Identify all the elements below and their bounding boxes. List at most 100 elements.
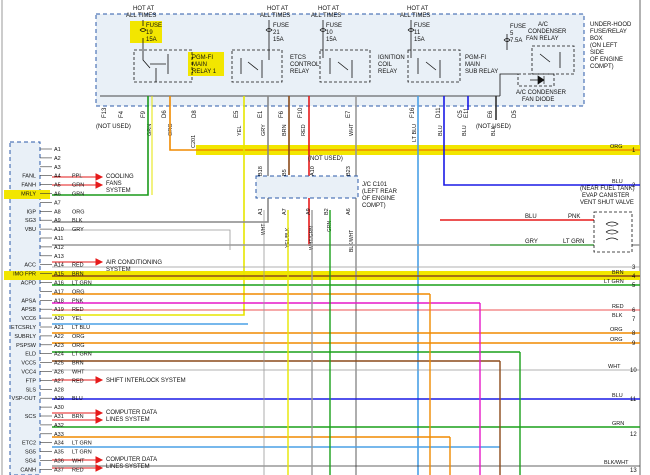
pin-a24: A24 xyxy=(54,352,64,358)
jc-c101-box xyxy=(255,175,359,199)
page-ref-13: 13 xyxy=(630,468,637,474)
fuse-5-label: FUSE xyxy=(510,24,526,30)
wire-org-1: ORG xyxy=(168,123,174,136)
pin-wire-color: PPL xyxy=(72,174,82,180)
page-ref-9: 9 xyxy=(632,341,636,347)
pin-wire-color: LT GRN xyxy=(72,450,92,456)
valve-coil-icon xyxy=(605,221,619,241)
main-relay-label-3: RELAY 1 xyxy=(192,69,217,75)
pin-a3: A3 xyxy=(54,165,61,171)
box-wire-colors: GRN ORG YEL GRY BRN RED WHT LT BLU BLU B… xyxy=(147,123,497,142)
pin-a21: A21 xyxy=(54,325,64,331)
pin-function-label: SCS xyxy=(25,414,37,420)
pin-a28: A28 xyxy=(54,387,64,393)
box-pin-d6: D6 xyxy=(162,110,168,118)
pin-a34: A34 xyxy=(54,441,64,447)
pin-wire-color: LT GRN xyxy=(72,352,92,358)
fuse-5-number: 5 xyxy=(510,31,514,37)
page-ref-10: 10 xyxy=(630,368,637,374)
fuse-2-amp: 15A xyxy=(273,37,284,43)
box-pin-e5: E5 xyxy=(234,110,240,118)
ac-label-1: AIR CONDITIONING xyxy=(106,260,162,266)
pin-function-label: SLS xyxy=(26,387,37,393)
pin-a36: A36 xyxy=(54,459,64,465)
pin-a7: A7 xyxy=(54,200,61,206)
not-used-jc-1: (NOT USED) xyxy=(308,156,343,162)
hot-label-2a: HOT AT xyxy=(267,6,288,12)
box-pin-f4: F4 xyxy=(119,110,125,118)
right-wire-org-3: ORG xyxy=(610,337,623,343)
pin-function-label: CANH xyxy=(20,467,36,473)
pin-function-label: VBU xyxy=(25,227,36,233)
main-relay-highlight xyxy=(188,52,224,76)
pin-a15: A15 xyxy=(54,272,64,278)
right-wire-wht: WHT xyxy=(608,364,621,370)
box-pin-e6: E6 xyxy=(488,110,494,118)
wire-ltblu-1: LT BLU xyxy=(412,124,418,142)
right-wire-brn: BRN xyxy=(612,270,624,276)
pin-a8: A8 xyxy=(54,209,61,215)
ac-diode-box xyxy=(517,73,555,87)
wire-wht-1: WHT xyxy=(349,123,355,136)
pin-a9: A9 xyxy=(54,218,61,224)
pin-a10: A10 xyxy=(54,227,64,233)
diode-icon xyxy=(530,75,545,85)
pin-a32: A32 xyxy=(54,423,64,429)
box-label-3: BOX xyxy=(590,36,603,42)
jc-wire-blkwht: BLK/WHT xyxy=(349,230,355,252)
pin-wire-color: ORG xyxy=(72,209,85,215)
page-ref-2: 2 xyxy=(632,183,636,189)
right-wire-blkwht: BLK/WHT xyxy=(604,460,629,466)
pin-wire-color: BRN xyxy=(72,414,84,420)
etcs-relay-label-1: ETCS xyxy=(290,55,306,61)
pin-function-label: ELD xyxy=(25,352,36,358)
pin-a26: A26 xyxy=(54,370,64,376)
pin-function-label: ACC xyxy=(24,263,36,269)
pin-wire-color: PNK xyxy=(72,298,84,304)
page-ref-5: 5 xyxy=(632,283,636,289)
pin-wire-color: GRN xyxy=(72,183,84,189)
fuse-4-number: 11 xyxy=(414,30,421,36)
pin-function-label: FANL xyxy=(22,174,36,180)
cdl-label-2a: COMPUTER DATA xyxy=(106,457,157,463)
box-pin-f6: F6 xyxy=(279,110,285,118)
pin-wire-color: GRN xyxy=(72,192,84,198)
pin-function-label: IMO FPR xyxy=(13,272,36,278)
evap-wire-gry: GRY xyxy=(525,239,538,245)
jc-pin-a1: A1 xyxy=(258,208,264,215)
pin-function-label: ETC2 xyxy=(22,441,36,447)
ignition-relay-label-1: IGNITION xyxy=(378,55,405,61)
underhood-fuse-box xyxy=(95,13,585,107)
pin-a37: A37 xyxy=(54,467,64,473)
cdl-label-1a: COMPUTER DATA xyxy=(106,410,157,416)
pin-wire-color: LT GRN xyxy=(72,281,92,287)
pin-function-label: SUBRLY xyxy=(14,334,36,340)
hot-label-1a: HOT AT xyxy=(133,6,154,12)
box-pin-f10: F10 xyxy=(298,107,304,118)
pin-a12: A12 xyxy=(54,245,64,251)
right-wire-grn: GRN xyxy=(612,421,624,427)
pin-wire-color: LT BLU xyxy=(72,325,90,331)
right-wire-org: ORG xyxy=(610,144,623,150)
hot-label-4b: ALL TIMES xyxy=(400,13,430,19)
right-wire-labels: ORG BLU BRN LT GRN RED BLK ORG ORG WHT B… xyxy=(604,144,629,466)
etcs-relay-label-3: RELAY xyxy=(290,69,309,75)
pin-a16: A16 xyxy=(54,281,64,287)
jc-wire-labels: WHT YEL/BLK WHT/GRN GRN BLK/WHT xyxy=(261,221,355,253)
right-wire-blu: BLU xyxy=(612,179,623,185)
pin-a33: A33 xyxy=(54,432,64,438)
hot-label-4a: HOT AT xyxy=(407,6,428,12)
ac-label-2: SYSTEM xyxy=(106,267,131,273)
box-pin-d8: D8 xyxy=(192,110,198,118)
pin-function-label: ETCSRLY xyxy=(11,325,36,331)
page-ref-12: 12 xyxy=(630,432,637,438)
fuse-2-number: 21 xyxy=(273,30,280,36)
jc-label-4: COMPT) xyxy=(362,203,386,209)
evap-valve-box xyxy=(593,211,633,253)
fuse-1-number: 19 xyxy=(146,30,153,36)
pin-function-label: VCC6 xyxy=(21,316,36,322)
pin-a14: A14 xyxy=(54,263,64,269)
fuse-4-amp: 15A xyxy=(414,37,425,43)
box-label-5: SIDE xyxy=(590,50,604,56)
page-ref-7: 7 xyxy=(632,317,636,323)
